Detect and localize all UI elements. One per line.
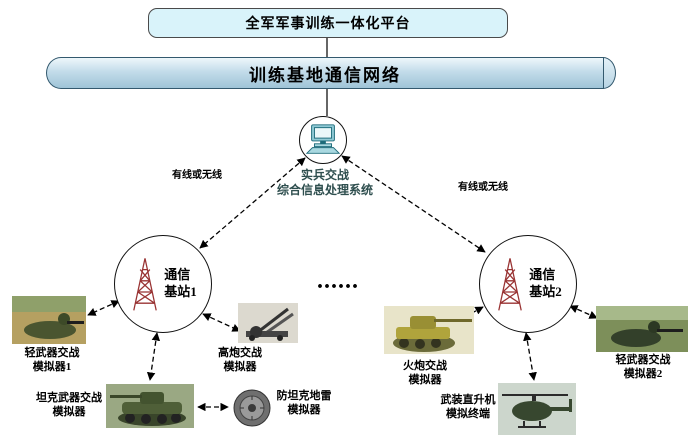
computer-icon [305,124,341,154]
soldier2-label: 轻武器交战 模拟器2 [615,354,671,380]
helicopter-photo [498,383,576,435]
link-station1-tank [146,332,161,381]
link-label-left: 有线或无线 [172,170,222,181]
tank-label: 坦克武器交战 模拟器 [36,392,102,418]
soldier1-label: 轻武器交战 模拟器1 [24,347,80,373]
link-processor-station1 [199,157,306,249]
station2-label: 通信 基站2 [529,267,562,299]
station1-node: 通信 基站1 [114,235,212,333]
mine-label: 防坦克地雷 模拟器 [276,390,332,416]
processor-label: 实兵交战 综合信息处理系统 [276,168,373,197]
artillery-label: 火炮交战 模拟器 [403,360,447,386]
artillery-photo [384,306,474,354]
link-station1-aagun [202,313,241,332]
station1-label: 通信 基站1 [164,267,197,299]
processor-node [299,116,347,164]
network-bus-label: 训练基地通信网络 [249,65,401,85]
link-station2-soldier2 [569,305,598,319]
helicopter-label: 武装直升机 模拟终端 [440,394,496,420]
soldier2-photo [596,306,688,352]
aagun-photo [238,303,298,343]
link-station2-helicopter [523,332,537,381]
link-station1-soldier1 [87,300,120,316]
ellipsis: ...... [317,268,359,294]
link-label-right: 有线或无线 [458,182,508,193]
network-bus: 训练基地通信网络 [46,57,604,89]
mine-photo [233,389,271,427]
platform-box: 全军军事训练一体化平台 [148,8,508,38]
platform-title: 全军军事训练一体化平台 [245,17,411,32]
antenna-tower-icon [133,258,158,311]
link-processor-station2 [341,155,486,253]
aagun-label: 高炮交战 模拟器 [218,347,262,373]
tank-photo [106,384,194,428]
antenna-tower-icon [498,258,523,311]
soldier1-photo [12,296,86,344]
station2-node: 通信 基站2 [479,235,577,333]
